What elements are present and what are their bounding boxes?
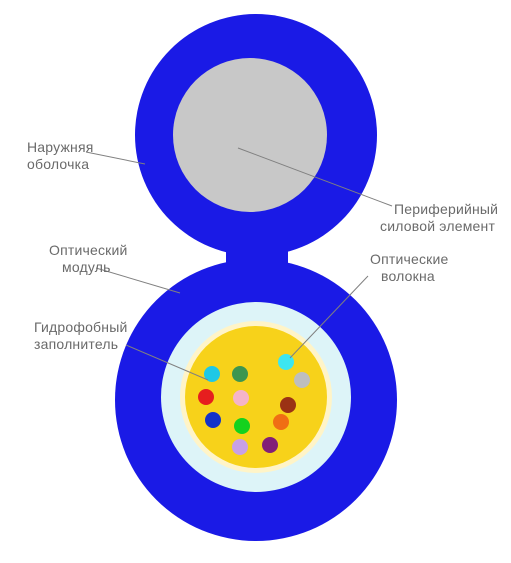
label-optical-module: Оптический модуль: [49, 242, 132, 275]
label-optical-fibers-line1: Оптические: [370, 251, 449, 267]
label-outer-sheath-line1: Наружняя: [27, 139, 94, 155]
leader-optical-module: [95, 267, 181, 294]
label-hydrophobic-filler-line2: заполнитель: [34, 336, 118, 352]
label-optical-fibers: Оптические волокна: [370, 251, 453, 284]
label-hydrophobic-filler-line1: Гидрофобный: [34, 319, 128, 335]
fiber-teal-green: [232, 366, 248, 382]
label-outer-sheath: Наружняя оболочка: [27, 139, 98, 172]
label-hydrophobic-filler: Гидрофобный заполнитель: [34, 319, 132, 352]
fiber-orange: [273, 414, 289, 430]
label-peripheral-strength-line1: Периферийный: [394, 201, 498, 217]
fiber-pink: [233, 390, 249, 406]
fiber-lavender: [232, 439, 248, 455]
peripheral-strength-member: [173, 58, 327, 212]
label-outer-sheath-line2: оболочка: [27, 156, 89, 172]
label-optical-module-line2: модуль: [62, 259, 111, 275]
fiber-gray: [294, 372, 310, 388]
label-peripheral-strength: Периферийный силовой элемент: [380, 201, 502, 234]
label-peripheral-strength-line2: силовой элемент: [380, 218, 495, 234]
fiber-cyan: [204, 366, 220, 382]
fiber-red: [198, 389, 214, 405]
fiber-purple: [262, 437, 278, 453]
label-optical-fibers-line2: волокна: [381, 268, 435, 284]
label-optical-module-line1: Оптический: [49, 242, 128, 258]
leader-outer-sheath: [85, 151, 146, 165]
leader-lines: [85, 147, 393, 381]
leader-optical-fibers: [289, 275, 369, 359]
leader-hydrophobic-filler: [125, 344, 209, 381]
fiber-dark-blue: [205, 412, 221, 428]
fiber-brown: [280, 397, 296, 413]
leader-peripheral-strength: [237, 147, 393, 207]
fiber-green: [234, 418, 250, 434]
